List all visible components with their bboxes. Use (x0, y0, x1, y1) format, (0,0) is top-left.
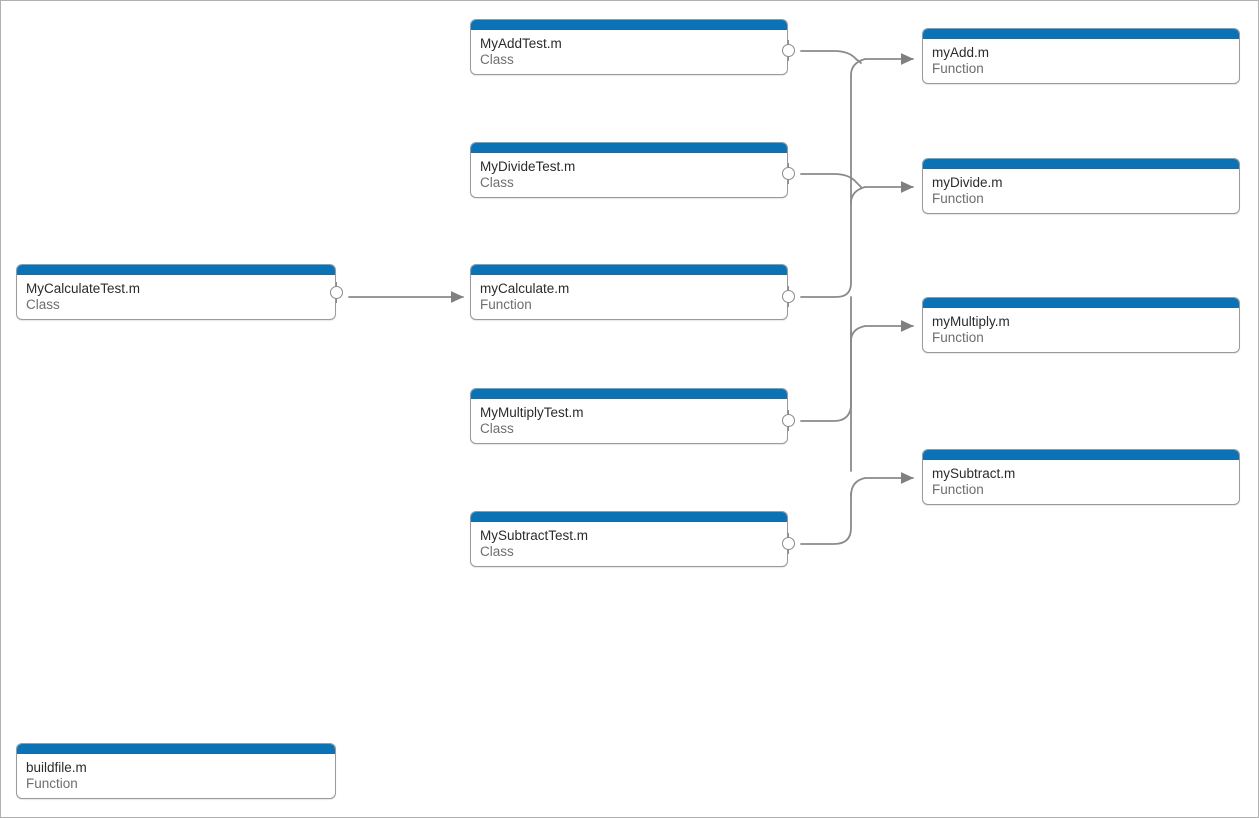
node-title: MyDivideTest.m (480, 159, 576, 174)
node-header-bar (471, 512, 787, 523)
node-header-bar (923, 298, 1239, 309)
node-mymultiply[interactable]: myMultiply.m Function (922, 297, 1240, 353)
node-header-bar (471, 20, 787, 31)
node-title: myCalculate.m (480, 281, 570, 296)
node-header-bar (923, 450, 1239, 461)
node-header-bar (471, 389, 787, 400)
node-header-bar (471, 143, 787, 154)
port-out-mydividetest[interactable] (782, 163, 795, 184)
node-title: myAdd.m (932, 45, 990, 60)
node-myadd[interactable]: myAdd.m Function (922, 28, 1240, 84)
node-title: MyAddTest.m (480, 36, 562, 51)
node-title: MySubtractTest.m (480, 528, 589, 543)
edge-mysubtracttest-to-mysubtract (800, 492, 852, 545)
node-mycalculate[interactable]: myCalculate.m Function (470, 264, 788, 320)
node-type: Class (480, 175, 514, 190)
node-body: MyCalculateTest.m Class (17, 276, 335, 319)
node-body: mySubtract.m Function (923, 461, 1239, 504)
node-body: myMultiply.m Function (923, 309, 1239, 352)
node-title: MyMultiplyTest.m (480, 405, 584, 420)
port-out-mymultiplytest[interactable] (782, 410, 795, 431)
node-title: buildfile.m (26, 760, 87, 775)
node-type: Function (26, 776, 78, 791)
port-out-mycalculatetest[interactable] (330, 282, 343, 303)
node-mysubtracttest[interactable]: MySubtractTest.m Class (470, 511, 788, 567)
node-title: MyCalculateTest.m (26, 281, 141, 296)
edge-myaddtest-to-myadd (800, 50, 862, 64)
node-body: myAdd.m Function (923, 40, 1239, 83)
node-body: MySubtractTest.m Class (471, 523, 787, 566)
node-body: MyAddTest.m Class (471, 31, 787, 74)
port-out-myaddtest[interactable] (782, 40, 795, 61)
port-out-mycalculate[interactable] (782, 286, 795, 307)
node-body: myCalculate.m Function (471, 276, 787, 319)
node-myaddtest[interactable]: MyAddTest.m Class (470, 19, 788, 75)
edge-mycalculate-to-mysubtract (850, 472, 914, 497)
node-type: Class (480, 421, 514, 436)
port-out-mysubtracttest[interactable] (782, 533, 795, 554)
node-body: myDivide.m Function (923, 170, 1239, 213)
node-header-bar (471, 265, 787, 276)
node-mycalculatetest[interactable]: MyCalculateTest.m Class (16, 264, 336, 320)
node-title: mySubtract.m (932, 466, 1016, 481)
node-header-bar (923, 159, 1239, 170)
edge-mydividetest-to-mydivide (800, 173, 862, 188)
node-header-bar (923, 29, 1239, 40)
edge-mycalculate-to-myadd (850, 53, 914, 76)
node-buildfile[interactable]: buildfile.m Function (16, 743, 336, 799)
edge-mycalculate-trunk (800, 74, 852, 298)
node-mysubtract[interactable]: mySubtract.m Function (922, 449, 1240, 505)
node-mymultiplytest[interactable]: MyMultiplyTest.m Class (470, 388, 788, 444)
node-title: myMultiply.m (932, 314, 1010, 329)
edge-mycalculate-to-mymultiply (850, 320, 914, 342)
node-body: MyMultiplyTest.m Class (471, 400, 787, 443)
node-mydividetest[interactable]: MyDivideTest.m Class (470, 142, 788, 198)
node-header-bar (17, 265, 335, 276)
node-type: Function (480, 297, 532, 312)
node-type: Function (932, 191, 984, 206)
node-type: Function (932, 330, 984, 345)
edge-mycalculate-to-mydivide (850, 181, 914, 204)
node-mydivide[interactable]: myDivide.m Function (922, 158, 1240, 214)
node-type: Function (932, 482, 984, 497)
node-type: Class (26, 297, 60, 312)
node-type: Function (932, 61, 984, 76)
node-body: MyDivideTest.m Class (471, 154, 787, 197)
node-type: Class (480, 52, 514, 67)
edge-mymultiplytest-to-mymultiply (800, 330, 852, 422)
node-body: buildfile.m Function (17, 755, 335, 798)
node-header-bar (17, 744, 335, 755)
node-type: Class (480, 544, 514, 559)
node-title: myDivide.m (932, 175, 1003, 190)
